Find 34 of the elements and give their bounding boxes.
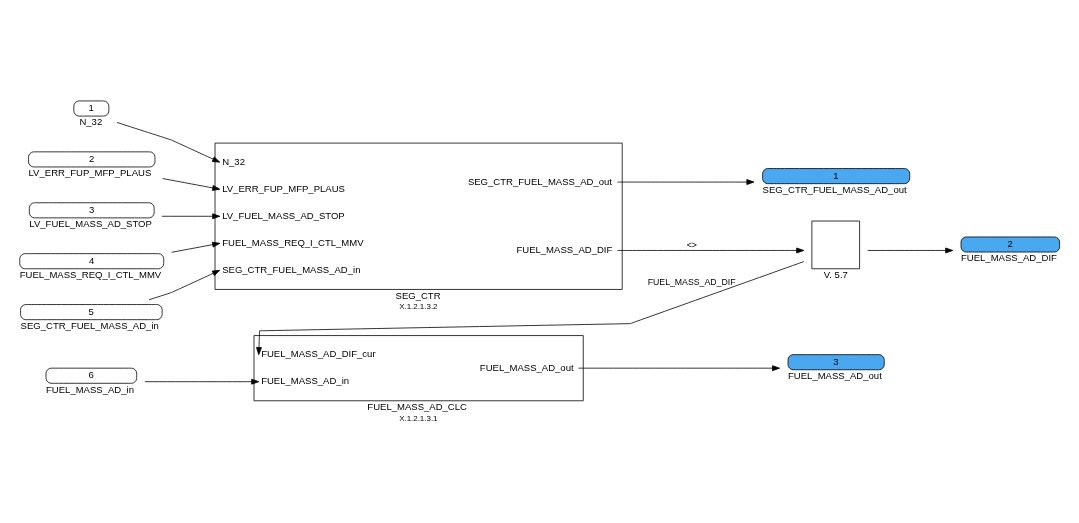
node-label: LV_FUEL_MASS_AD_STOP	[29, 217, 152, 229]
node-label: FUEL_MASS_AD_in	[46, 383, 134, 395]
node-box: 3	[28, 201, 155, 218]
node-label: FUEL_MASS_AD_CLC	[367, 400, 467, 412]
arrow	[171, 241, 221, 253]
node-label: X.1.2.1.3.2	[399, 301, 438, 311]
arrow	[256, 260, 805, 355]
node-label: SEG_CTR_FUEL_MASS_AD_in	[20, 319, 159, 331]
edge-label: FUEL_MASS_AD_DIF	[647, 276, 736, 287]
node-label: X.1.2.1.3.1	[399, 413, 438, 423]
node-label: SEG_CTR_FUEL_MASS_AD_out	[762, 183, 907, 195]
node-box: 4	[19, 252, 165, 269]
node-box: 5	[20, 303, 163, 320]
node-box: 2	[28, 150, 156, 167]
node-label: FUEL_MASS_AD_DIF	[961, 251, 1057, 263]
arrow	[148, 269, 221, 300]
arrow	[116, 121, 221, 163]
node-label: V. 5.7	[823, 268, 848, 280]
arrow	[867, 247, 954, 253]
node-label: FUEL_MASS_AD_out	[788, 369, 882, 381]
node-label: N_32	[79, 115, 103, 127]
arrow	[162, 177, 221, 191]
node-box	[811, 220, 860, 269]
node-box: 1	[73, 100, 110, 116]
node-label: LV_ERR_FUP_MFP_PLAUS	[28, 166, 152, 178]
edge-label: <>	[686, 239, 697, 250]
arrow	[161, 212, 221, 219]
arrow	[617, 178, 755, 185]
node-label: SEG_CTR	[395, 289, 441, 301]
node-box: 6	[45, 367, 138, 384]
arrow	[578, 364, 780, 371]
node-label: FUEL_MASS_REQ_I_CTL_MMV	[19, 268, 162, 280]
arrow	[144, 378, 260, 385]
arrow	[617, 247, 805, 253]
